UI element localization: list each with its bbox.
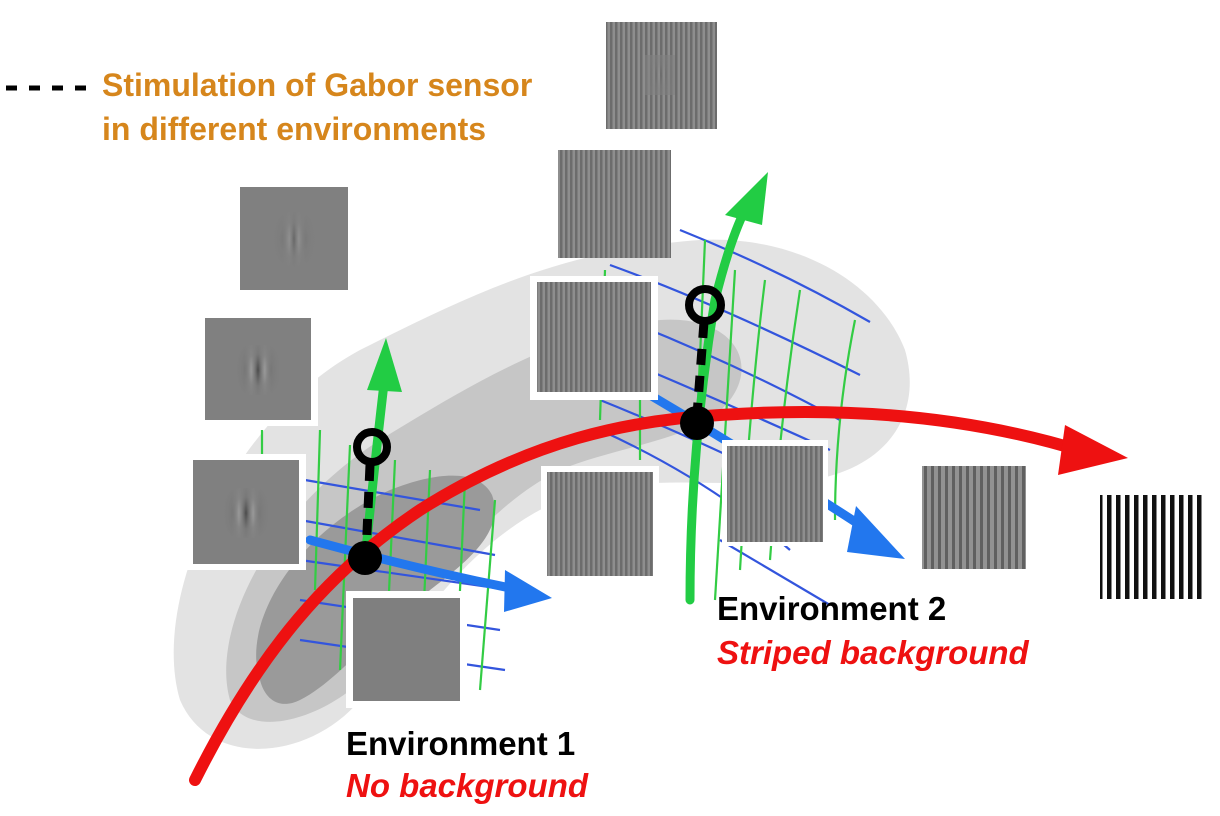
base-point-2-icon: [680, 406, 714, 440]
legend-label-line-2: in different environments: [102, 111, 487, 147]
main-stimulus-curve: [189, 405, 1091, 786]
striped-patch-top: [606, 22, 717, 129]
red-arrowhead-icon: [1058, 425, 1128, 475]
base-point-1-icon: [348, 541, 382, 575]
green-arrow-environment-2: [685, 205, 750, 605]
blue-arrow-environment-1: [305, 535, 525, 595]
striped-patch-3: [530, 276, 658, 400]
environment-2-title: Environment 2: [717, 590, 947, 627]
stimulation-dashed-line-2: [692, 321, 709, 416]
stimulated-point-2-icon: [685, 285, 725, 325]
gabor-patch-1: [240, 187, 348, 290]
sensor-stimulation-markers: [348, 285, 725, 575]
stimulated-point-1-icon: [353, 428, 391, 466]
striped-patch-high-contrast: [1100, 495, 1204, 599]
blue-arrowhead-2-icon: [847, 506, 905, 559]
environment-1-title: Environment 1: [346, 725, 576, 762]
striped-patch-4: [541, 466, 659, 582]
gabor-patch-2: [198, 312, 318, 426]
stimulation-dashed-line-1: [361, 464, 375, 556]
environment-2-subtitle: Striped background: [717, 634, 1029, 671]
striped-patch-5: [722, 440, 828, 546]
striped-patch-6: [922, 466, 1026, 569]
uniform-gray-patch: [346, 591, 467, 708]
green-arrowhead-1-icon: [367, 338, 402, 392]
striped-patch-2: [558, 150, 671, 258]
legend-label-line-1: Stimulation of Gabor sensor: [102, 67, 533, 103]
blue-arrowhead-1-icon: [504, 570, 552, 612]
gabor-patch-3: [186, 454, 306, 570]
manifold-inner-region: [256, 475, 495, 704]
environment-1-subtitle: No background: [346, 767, 589, 804]
green-arrowhead-2-icon: [725, 172, 768, 225]
